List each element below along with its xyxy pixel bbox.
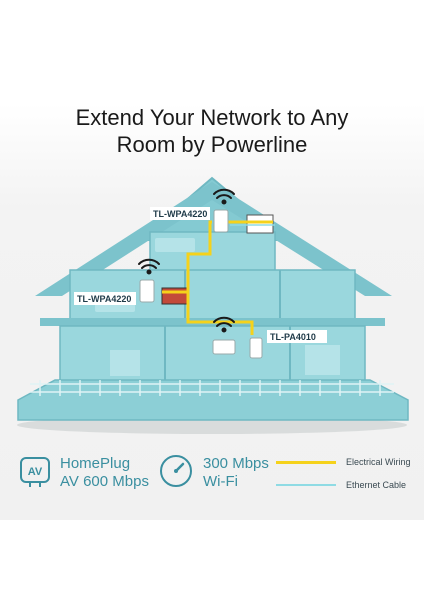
device-label-bg — [150, 207, 210, 220]
feature-homeplug-line1: HomePlug — [60, 455, 131, 472]
wifi-icon — [213, 188, 235, 205]
base-platform — [17, 379, 409, 421]
legend-ethernet-swatch — [276, 484, 336, 486]
feature-wifi-line1: 300 Mbps — [203, 455, 269, 472]
powerline-adapter-icon — [139, 279, 155, 303]
headline-line-2: Room by Powerline — [116, 132, 308, 157]
wifi-icon — [213, 316, 235, 333]
legend-electrical-label: Electrical Wiring — [346, 457, 411, 467]
device-label-wpa4220-top: TL-WPA4220 — [153, 209, 207, 219]
device-label-bg — [74, 292, 136, 305]
device-label-pa4010: TL-PA4010 — [270, 332, 316, 342]
sofa — [155, 238, 195, 252]
device-label-wpa4220-middle: TL-WPA4220 — [77, 294, 131, 304]
speed-gauge-icon — [160, 455, 192, 487]
powerline-adapter-icon — [249, 337, 263, 359]
desk — [110, 350, 140, 376]
feature-wifi-line2: Wi-Fi — [203, 473, 238, 490]
legend-ethernet-label: Ethernet Cable — [346, 480, 407, 490]
electrical-wiring-line — [186, 220, 254, 335]
fence — [30, 380, 394, 396]
av-plug-icon: AV — [20, 457, 50, 487]
wifi-icon — [138, 258, 160, 275]
av-badge: AV — [28, 466, 43, 478]
legend-electrical-swatch — [276, 461, 336, 464]
shelf — [305, 345, 340, 375]
router-icon — [212, 339, 236, 355]
device-label-bg — [267, 330, 327, 343]
monitor — [246, 214, 274, 234]
headline-line-1: Extend Your Network to Any — [75, 105, 349, 130]
powerline-adapter-icon — [213, 209, 229, 233]
house-illustration: TL-WPA4220 TL-WPA4220 TL-PA4010 — [17, 176, 409, 434]
tv — [161, 287, 189, 305]
feature-homeplug-line2: AV 600 Mbps — [60, 473, 149, 490]
